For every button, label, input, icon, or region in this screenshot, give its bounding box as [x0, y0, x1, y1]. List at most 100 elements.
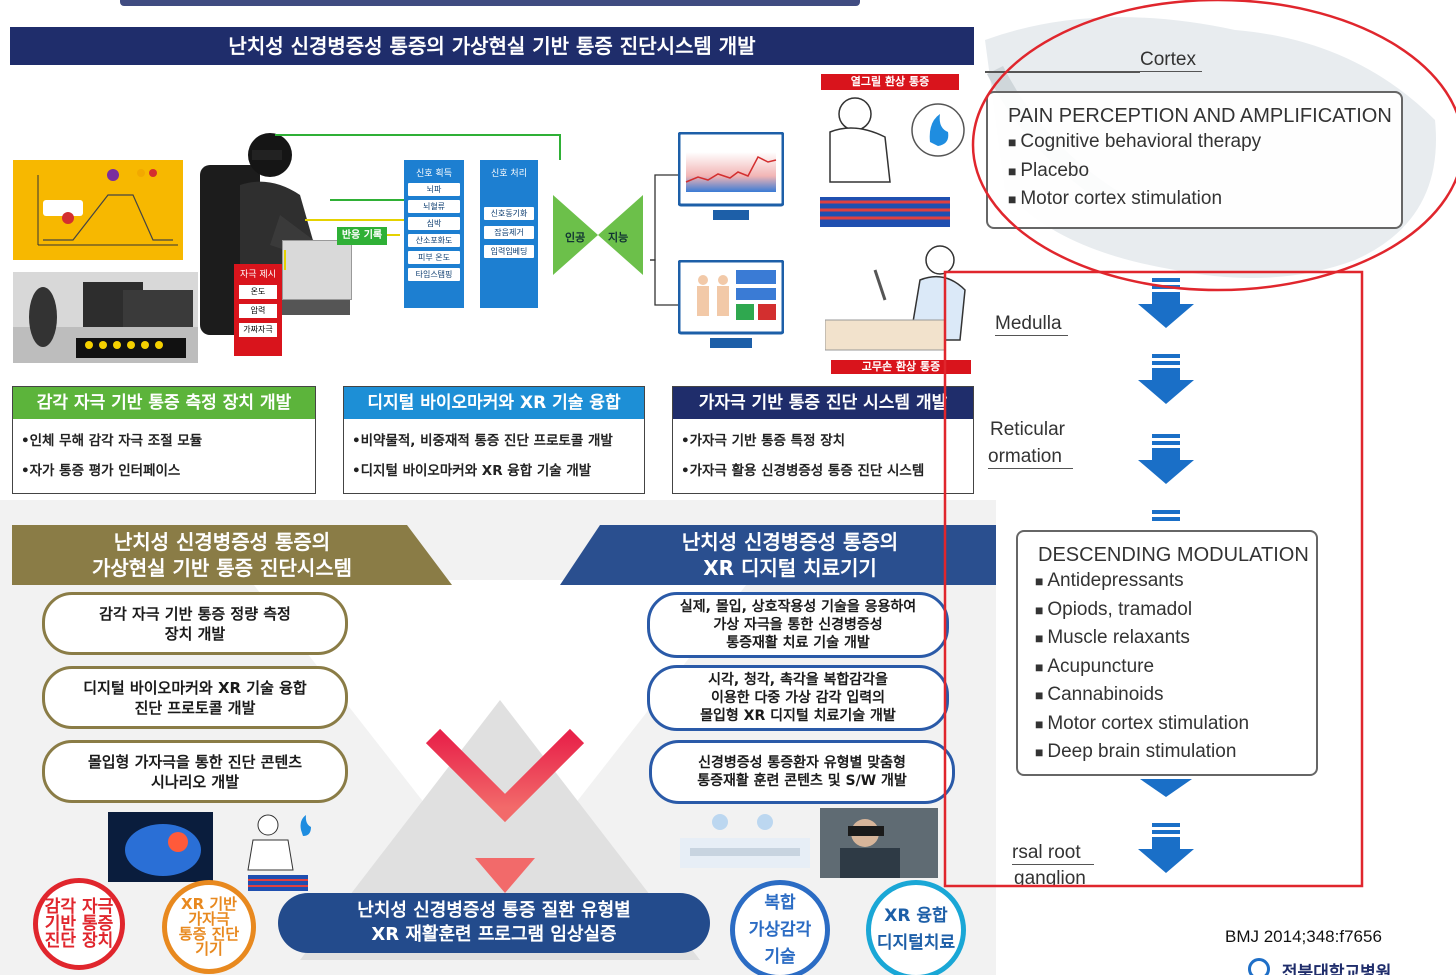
signal-processing-header: 신호 처리: [491, 169, 527, 179]
signal-acquisition-item: 뇌파: [408, 183, 460, 196]
section-item: •가자극 활용 신경병증성 통증 진단 시스템: [681, 463, 925, 479]
merge-arrow: [425, 728, 585, 893]
descending-item: Acupuncture: [1035, 653, 1316, 682]
cut-header-fragment: [120, 0, 860, 6]
descending-item: Deep brain stimulation: [1035, 738, 1316, 767]
descending-item: Opiods, tramadol: [1035, 596, 1316, 625]
top-title: 난치성 신경병증성 통증의 가상현실 기반 통증 진단시스템 개발: [10, 27, 974, 65]
arrow-1: [1138, 278, 1194, 328]
pill-line: 시각, 청각, 촉각을 복합감각을: [708, 672, 888, 688]
arrow-5: [1140, 779, 1192, 797]
signal-acquisition-item: 뇌혈류: [408, 200, 460, 213]
ganglion-label: ganglion: [1014, 868, 1086, 886]
pain-trend-monitor: [678, 132, 784, 220]
descending-box: DESCENDING MODULATION AntidepressantsOpi…: [1016, 530, 1318, 776]
ai-label-right: 지능: [608, 231, 629, 244]
descending-item: Motor cortex stimulation: [1035, 710, 1316, 739]
right-banner-shape: [560, 525, 996, 585]
circle-line: 기기: [195, 940, 223, 958]
perception-item: Cognitive behavioral therapy: [1008, 128, 1401, 157]
circle-line: 기술: [764, 946, 796, 967]
arrow-3: [1138, 434, 1194, 484]
arrow-6: [1138, 823, 1194, 873]
signal-processing-item: 신호동기화: [484, 207, 534, 220]
right-banner: 난치성 신경병증성 통증의 XR 디지털 치료기기: [590, 525, 990, 585]
stimulus-item: 가짜자극: [239, 323, 277, 337]
cortex-label: Cortex: [1140, 49, 1202, 72]
left-banner: 난치성 신경병증성 통증의 가상현실 기반 통증 진단시스템: [12, 525, 432, 585]
section-item: •자가 통증 평가 인터페이스: [21, 463, 181, 479]
phantom-knife-label: 고무손 환상 통증: [831, 360, 971, 374]
perception-item: Placebo: [1008, 157, 1401, 186]
signal-acquisition-item: 피부 온도: [408, 251, 460, 264]
ai-label-left: 인공: [565, 231, 586, 244]
circle-line: 통증 진단: [178, 925, 240, 943]
pain-graph: [13, 160, 183, 260]
pill-line: 통증재활 치료 기술 개발: [726, 635, 870, 651]
circle-line: 진단 장치: [44, 930, 114, 951]
descending-heading: DESCENDING MODULATION: [1038, 544, 1309, 566]
arrow-4: [1152, 510, 1180, 521]
perception-item: Motor cortex stimulation: [1008, 185, 1401, 214]
right-banner-line2: XR 디지털 치료기기: [703, 556, 877, 580]
stimulus-item: 압력: [239, 304, 277, 318]
descending-list: AntidepressantsOpiods, tramadolMuscle re…: [1035, 567, 1316, 767]
pill-line: 몰입형 XR 디지털 치료기술 개발: [700, 708, 896, 724]
heat-grill-small-illustration: [247, 814, 311, 891]
section-sensor-device: 감각 자극 기반 통증 측정 장치 개발 •인체 무해 감각 자극 조절 모듈 …: [12, 386, 316, 494]
ai-bowtie: [553, 195, 643, 275]
stimulus-device: [282, 240, 352, 300]
dorsal-root-label: rsal root: [1012, 842, 1094, 865]
medulla-label: Medulla: [995, 313, 1068, 336]
pill-line: 이용한 다중 가상 감각 입력의: [710, 690, 886, 706]
left-banner-shape: [12, 525, 452, 585]
left-banner-line2: 가상현실 기반 통증 진단시스템: [91, 556, 353, 580]
phantom-heat-label: 열그릴 환상 통증: [821, 74, 959, 90]
section-item: •비약물적, 비중재적 통증 진단 프로토콜 개발: [352, 433, 613, 449]
circle-line: XR 기반: [181, 895, 237, 913]
perception-heading: PAIN PERCEPTION AND AMPLIFICATION: [1008, 105, 1392, 127]
circle-line: 복합: [764, 892, 796, 913]
brain-scan-image: [108, 812, 213, 882]
stimulus-item: 온도: [239, 285, 277, 299]
section-biomarker-xr: 디지털 바이오마커와 XR 기술 융합 •비약물적, 비중재적 통증 진단 프로…: [343, 386, 645, 494]
signal-acquisition-header: 신호 획득: [416, 169, 452, 179]
hospital-logo: 전북대학교병원: [1248, 958, 1391, 975]
cortex-leader-line: [985, 71, 1140, 73]
signal-processing-item: 잡음제거: [484, 226, 534, 239]
center-banner-line1: 난치성 신경병증성 통증 질환 유형별: [357, 900, 631, 921]
descending-item: Muscle relaxants: [1035, 624, 1316, 653]
section-header: 가자극 기반 통증 진단 시스템 개발: [673, 387, 973, 419]
signal-acquisition-item: 심박: [408, 217, 460, 230]
formation-label: ormation: [988, 446, 1073, 469]
perception-box: PAIN PERCEPTION AND AMPLIFICATION Cognit…: [986, 91, 1403, 229]
circle-line: 디지털치료: [876, 933, 956, 953]
citation: BMJ 2014;348:f7656: [1225, 927, 1382, 946]
circle-line: 가상감각: [748, 919, 812, 940]
logo-text: 전북대학교병원: [1281, 963, 1392, 975]
pill-line: 가상 자극을 통한 신경병증성: [713, 617, 883, 633]
center-banner-line2: XR 재활훈련 프로그램 임상실증: [371, 924, 617, 945]
section-item: •가자극 기반 통증 특정 장치: [681, 433, 846, 449]
pill-line: 디지털 바이오마커와 XR 기술 융합: [83, 678, 307, 697]
pill-line: 몰입형 가자극을 통한 진단 콘텐츠: [87, 752, 303, 771]
circle-line: 감각 자극: [44, 896, 114, 917]
arrow-2: [1138, 354, 1194, 404]
pill-line: 진단 프로토콜 개발: [134, 698, 256, 717]
lab-photo: [13, 272, 198, 363]
signal-processing-item: 입력임베딩: [484, 245, 534, 258]
left-banner-line1: 난치성 신경병증성 통증의: [113, 530, 331, 554]
rehab-scene-illustration: [680, 814, 810, 868]
pain-region-monitor: [678, 260, 784, 348]
perception-list: Cognitive behavioral therapyPlaceboMotor…: [1008, 128, 1401, 214]
descending-item: Cannabinoids: [1035, 681, 1316, 710]
section-header: 디지털 바이오마커와 XR 기술 융합: [344, 387, 644, 419]
